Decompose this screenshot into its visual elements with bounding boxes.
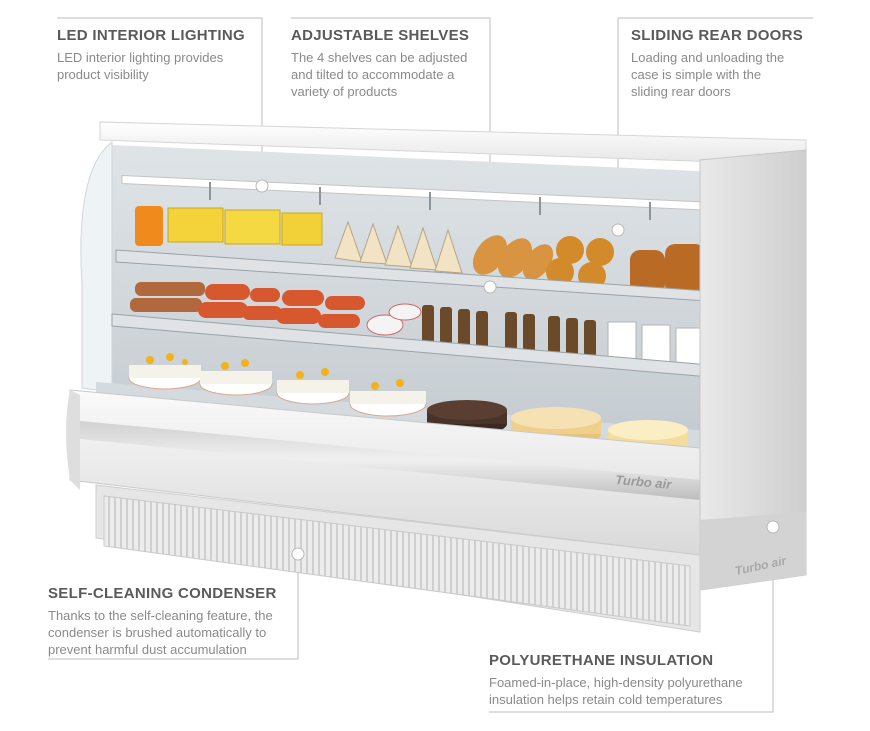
callout-title: LED INTERIOR LIGHTING	[57, 27, 245, 44]
callout-led-lighting: LED INTERIOR LIGHTING LED interior light…	[57, 27, 277, 83]
callout-title: ADJUSTABLE SHELVES	[291, 27, 470, 44]
hotspot-condenser	[291, 547, 305, 561]
callout-self-cleaning-condenser: SELF-CLEANING CONDENSER Thanks to the se…	[48, 585, 308, 658]
callout-title: SLIDING REAR DOORS	[631, 27, 804, 44]
middle-shelf-products	[130, 282, 705, 371]
hotspot-shelves	[483, 280, 497, 294]
callout-polyurethane-insulation: POLYURETHANE INSULATION Foamed-in-place,…	[489, 652, 789, 708]
hotspot-doors	[611, 223, 625, 237]
callout-sliding-rear-doors: SLIDING REAR DOORS Loading and unloading…	[631, 27, 831, 100]
callout-text: Foamed-in-place, high-density polyuretha…	[489, 675, 743, 707]
sliding-rear-doors	[209, 182, 651, 220]
hotspot-led	[255, 179, 269, 193]
callout-title: POLYURETHANE INSULATION	[489, 652, 714, 669]
condenser-grille	[103, 495, 691, 627]
curved-glass	[80, 140, 113, 393]
callout-adjustable-shelves: ADJUSTABLE SHELVES The 4 shelves can be …	[291, 27, 501, 100]
hotspot-markers	[255, 179, 780, 561]
callout-text: Thanks to the self-cleaning feature, the…	[48, 608, 273, 657]
front-brand-logo: Turbo air	[615, 472, 673, 492]
callout-title: SELF-CLEANING CONDENSER	[48, 585, 277, 602]
hotspot-insulation	[766, 520, 780, 534]
